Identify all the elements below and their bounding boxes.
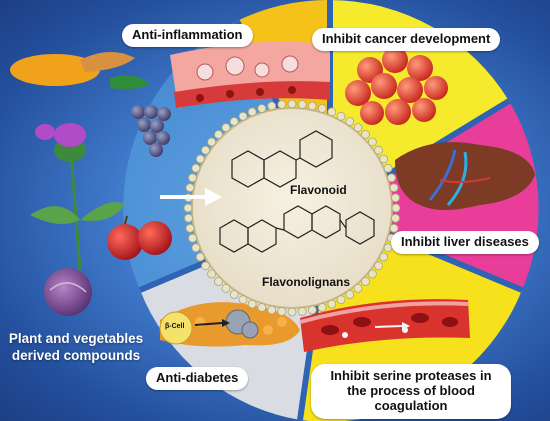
bead — [367, 269, 377, 279]
bead — [361, 130, 370, 139]
bead — [336, 111, 346, 121]
bead — [185, 223, 195, 233]
bead — [247, 107, 257, 117]
turmeric-illustration — [10, 51, 150, 90]
bead — [277, 307, 287, 316]
inflammation-illustration — [170, 41, 330, 108]
bead — [353, 123, 363, 132]
bead — [183, 203, 193, 213]
bead — [229, 117, 239, 126]
bead — [374, 261, 383, 271]
bead — [195, 252, 205, 262]
bead — [195, 154, 205, 164]
flavonoid-label: Flavonoid — [290, 183, 347, 197]
cabbage-illustration — [44, 268, 92, 316]
bead — [267, 101, 277, 111]
bead — [327, 299, 337, 309]
bead — [229, 290, 239, 299]
bead — [317, 303, 327, 312]
bead — [214, 130, 223, 139]
bead — [191, 243, 201, 253]
bead — [214, 277, 223, 286]
bead — [247, 299, 257, 309]
inhibit-cancer-label: Inhibit cancer development — [312, 28, 501, 51]
bead — [353, 283, 363, 293]
flavonoid-structure — [231, 130, 333, 188]
bead — [379, 154, 389, 164]
bead — [207, 137, 217, 147]
bead — [191, 163, 201, 173]
cancer-cells-illustration — [345, 47, 448, 125]
bead-ring — [183, 99, 401, 317]
bead — [257, 303, 267, 312]
flavonolignans-structure — [219, 205, 375, 253]
bead — [287, 307, 297, 317]
bead — [361, 277, 370, 286]
bead — [201, 145, 210, 155]
bead — [345, 117, 355, 126]
bead — [327, 107, 337, 117]
flavonolignans-label: Flavonolignans — [262, 275, 351, 289]
bead — [379, 252, 389, 262]
bead — [184, 213, 193, 223]
bead — [307, 305, 317, 315]
bead — [336, 295, 346, 305]
bead — [238, 111, 248, 121]
grapes-illustration — [131, 105, 171, 157]
bead — [317, 104, 327, 113]
liver-illustration — [395, 142, 535, 210]
bead — [257, 104, 267, 113]
bead — [391, 213, 400, 223]
inhibit-serine-text: Inhibit serine proteases in the process … — [330, 368, 492, 413]
bead — [345, 290, 355, 299]
inhibit-serine-label: Inhibit serine proteases in the process … — [311, 364, 511, 419]
anti-diabetes-label: Anti-diabetes — [146, 367, 249, 390]
bead — [207, 269, 217, 279]
bead — [374, 145, 383, 155]
bead — [238, 295, 248, 305]
bead — [201, 261, 210, 271]
bead — [297, 100, 307, 109]
plants-to-center-arrow — [160, 188, 222, 206]
anti-inflammation-label: Anti-inflammation — [122, 24, 253, 47]
pancreas-illustration — [159, 302, 300, 347]
bead — [221, 283, 231, 293]
inhibit-liver-label: Inhibit liver diseases — [391, 231, 539, 254]
bead — [277, 100, 287, 109]
beta-cell-label: β-Cell — [165, 323, 185, 330]
bead — [297, 307, 307, 316]
bead — [221, 123, 231, 132]
bead — [185, 183, 195, 193]
bead — [391, 193, 400, 203]
milk-thistle-illustration — [30, 123, 125, 271]
apples-illustration — [107, 215, 172, 260]
plants-source-label: Plant and vegetables derived compounds — [8, 331, 144, 363]
bead — [389, 183, 399, 193]
bead — [188, 173, 197, 183]
bead — [188, 233, 197, 243]
bead — [389, 223, 399, 233]
bead — [391, 203, 401, 213]
bead — [267, 305, 277, 315]
blood-vessel-illustration — [299, 299, 470, 352]
bead — [367, 137, 377, 147]
bead — [387, 173, 396, 183]
bead — [287, 99, 297, 109]
bead — [383, 163, 393, 173]
bead — [307, 101, 317, 111]
